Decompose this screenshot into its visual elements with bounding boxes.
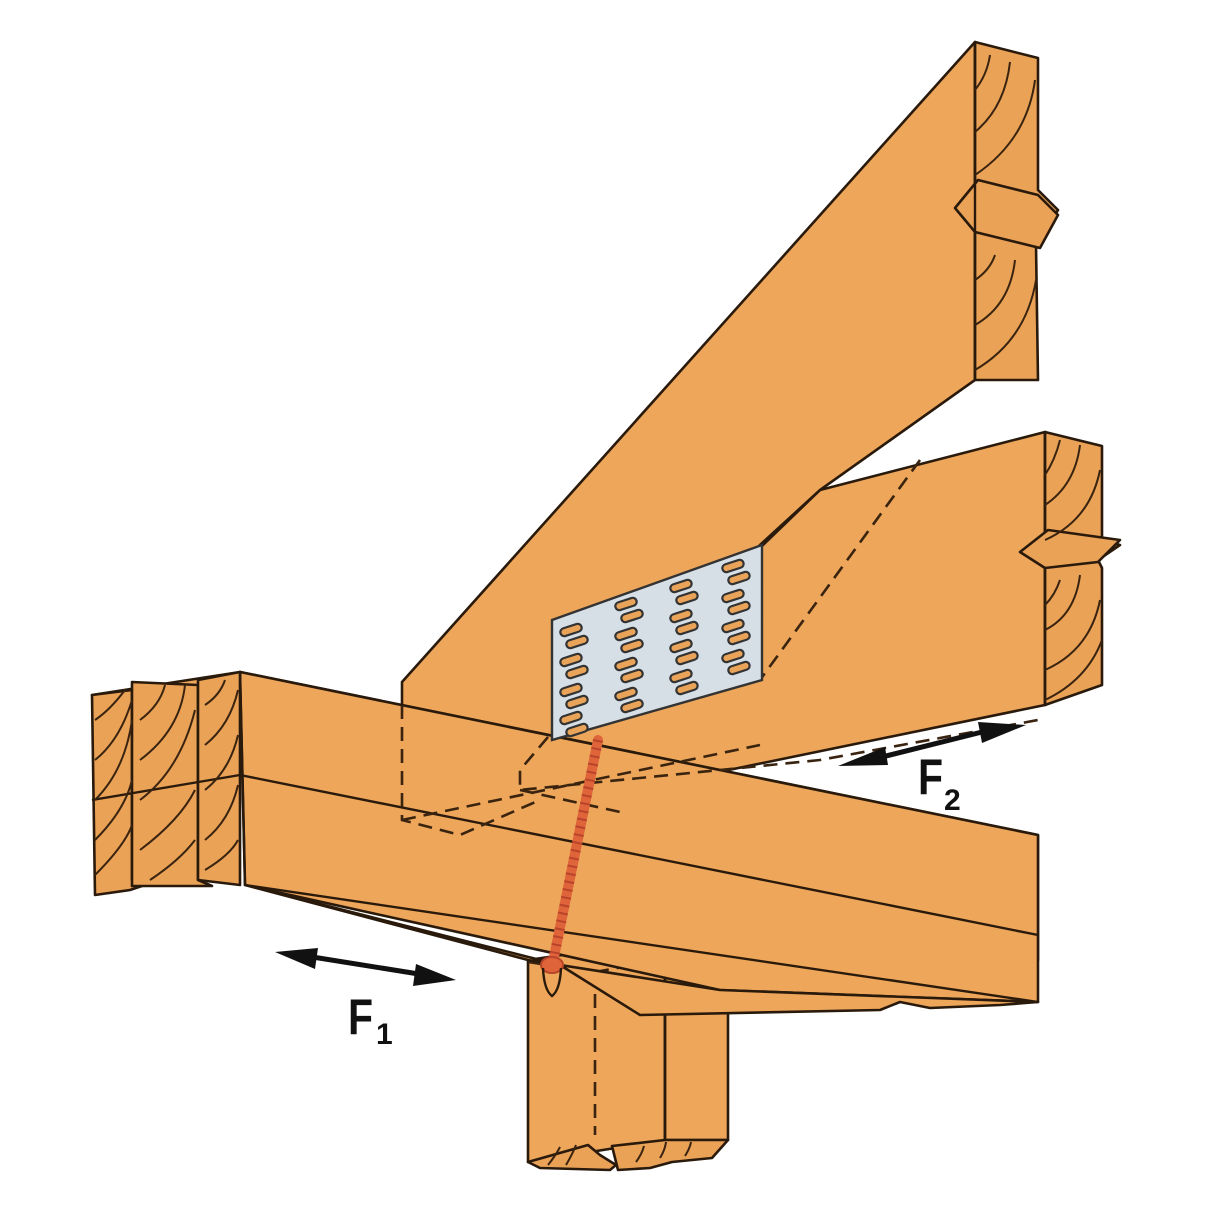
strap-plate — [550, 543, 764, 742]
screw — [540, 735, 603, 998]
plate-slots — [559, 558, 751, 738]
force-arrow-f2 — [838, 722, 1026, 766]
beam — [90, 670, 1040, 1017]
upper-rafter — [400, 40, 1060, 802]
force-arrow-f1 — [275, 948, 456, 986]
